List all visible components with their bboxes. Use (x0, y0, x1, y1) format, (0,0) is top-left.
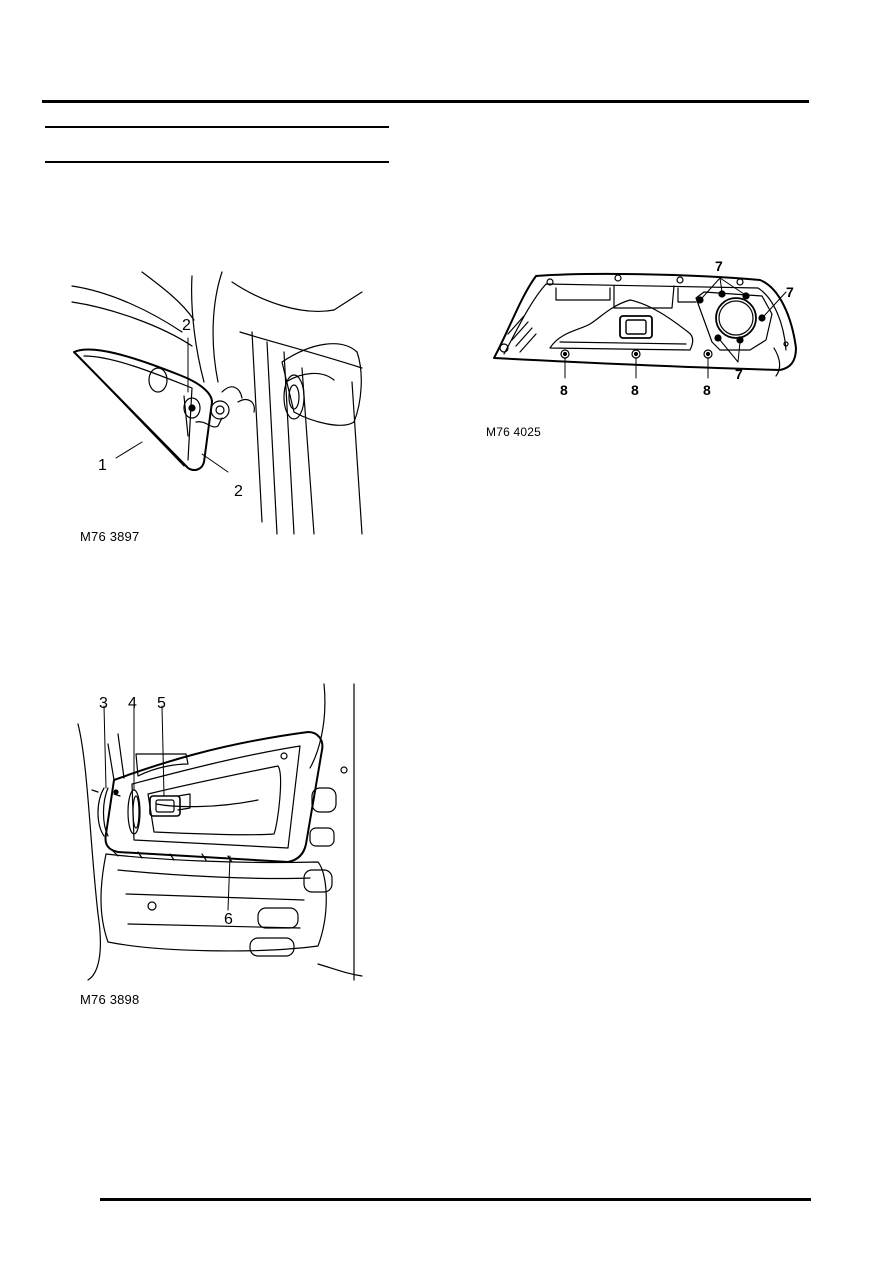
footer-rule (100, 1198, 811, 1201)
section-rule-bottom (45, 161, 389, 163)
callout-4: 4 (128, 695, 137, 712)
figure-caption: M76 4025 (486, 425, 541, 439)
callout-3: 3 (99, 695, 108, 712)
figure-mirror-trim: 1 2 2 (71, 271, 364, 535)
callout-7-right: 7 (786, 284, 794, 300)
header-rule (42, 100, 809, 103)
callout-8-right: 8 (703, 382, 711, 398)
section-rule-top (45, 126, 389, 128)
callout-2-lower: 2 (234, 483, 243, 500)
callout-7-bottom: 7 (735, 366, 743, 382)
callout-6: 6 (224, 911, 233, 928)
callout-1: 1 (98, 457, 107, 474)
callout-8-left: 8 (560, 382, 568, 398)
figure-trim-fixings: 7 7 7 8 8 8 (490, 258, 806, 398)
callout-7-top: 7 (715, 258, 723, 274)
callout-2-upper: 2 (182, 317, 191, 334)
figure-caption: M76 3898 (80, 992, 140, 1007)
figure-door-trim-panel: 3 4 5 6 (77, 683, 363, 981)
callout-5: 5 (157, 695, 166, 712)
callout-8-middle: 8 (631, 382, 639, 398)
figure-caption: M76 3897 (80, 529, 140, 544)
